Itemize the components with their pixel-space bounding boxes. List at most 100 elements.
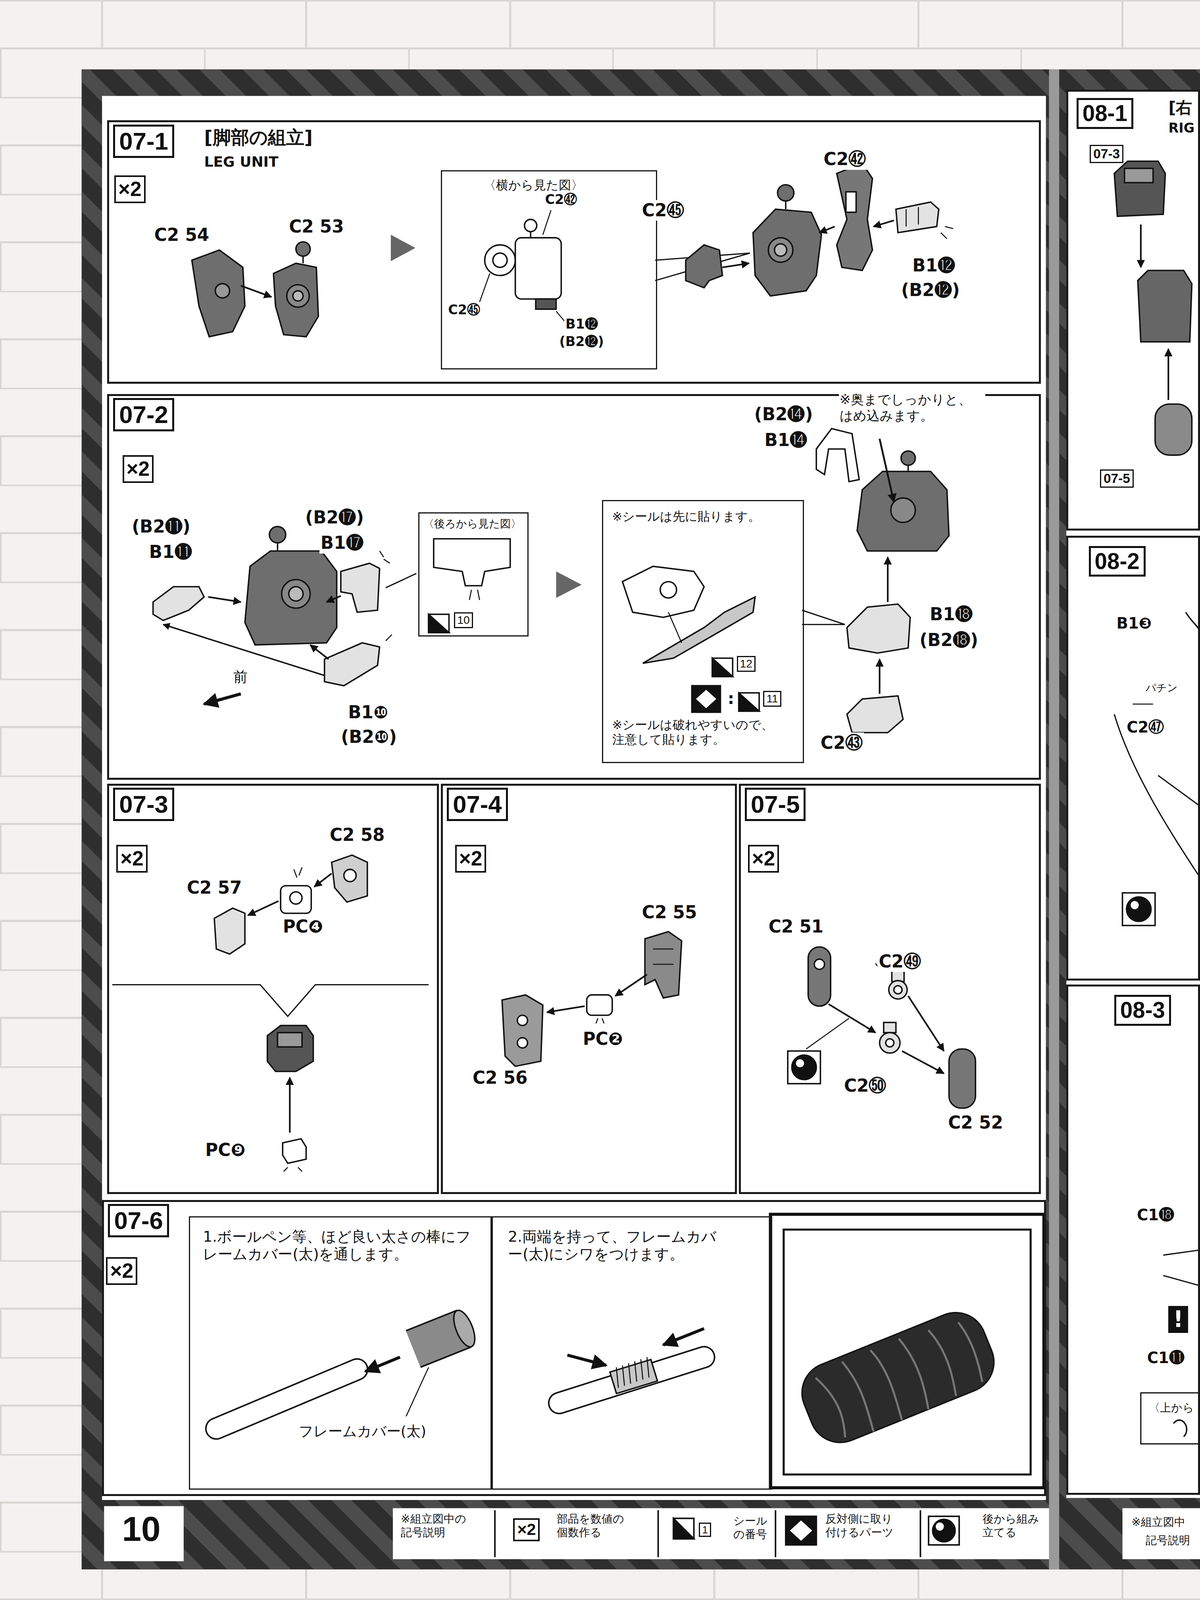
right-page-art-shape [1130,901,1139,910]
step-reference: 07-5 [1100,469,1134,488]
part-label: (B2⓬) [900,279,962,301]
instruction-text: 2.両端を持って、フレームカバー(太)にシワをつけます。 [507,1227,718,1264]
part-label: (B2❿) [339,726,399,748]
part-label: B1⓲ [928,603,974,625]
step-07-2-art-shape [469,589,480,600]
step-07-2-art-shape [428,614,449,633]
step-07-1-art-shape [905,207,919,227]
step-number: 08-3 [1114,994,1172,1026]
step-07-4-art-shape [653,948,674,965]
step-panel: 07-61.ボールペン等、ほど良い太さの棒にフレームカバー(太)を通します。2.… [101,1200,1047,1497]
step-07-2-art-shape [288,586,304,602]
part-label: C2㊷ [822,148,868,170]
part-label: C1⓲ [1135,1205,1176,1225]
sticker-number: 11 [763,690,781,707]
step-07-2-art-shape [340,563,380,612]
step-07-6-art-shape [567,1355,607,1366]
part-label: C2㊺ [640,200,686,221]
legend-heading: 記号説明 [1144,1533,1191,1548]
step-07-5-art-shape [796,1059,805,1068]
legend-icons-shape [928,1516,960,1545]
view-caption: 〈横から見た図〉 [482,177,585,193]
legend-icons-shape [673,1518,694,1539]
part-label: B1❿ [346,701,390,723]
step-07-2-art-shape [385,573,417,588]
step-07-1-art-shape [819,226,835,233]
step-07-2-art-shape [738,692,760,712]
step-07-3-art [112,855,429,1172]
step-07-3-art-shape [283,1167,302,1172]
step-07-5-art-shape [787,1051,821,1084]
part-label: C2㊿ [842,1075,888,1097]
right-page-art-shape [1114,714,1200,878]
legend-icons-shape [935,1522,945,1531]
part-label: B1⓬ [564,316,600,333]
step-07-1-art-shape [215,283,230,299]
step-07-2-art-shape [694,688,718,710]
step-07-6-art-shape-shape [792,1303,1004,1452]
right-page-art-shape [1137,270,1192,342]
step-07-3-art-shape [282,1138,306,1164]
part-label: PC❹ [281,916,325,937]
step-07-2-art-shape [668,612,682,643]
step-07-1-art-shape [390,234,416,262]
step-07-4-art-shape [517,1015,528,1026]
step-title-en: LEG UNIT [203,153,280,171]
step-07-2-art-shape [281,579,311,609]
page-frame-shape [494,1510,921,1558]
part-label: PC❷ [581,1028,625,1050]
step-07-1-art-shape [768,237,793,263]
step-07-5-art-shape [805,1018,849,1049]
sticker-number: 1 [698,1522,711,1538]
step-07-1-art-shape [836,163,873,271]
sticker-number: 10 [453,612,473,629]
step-07-1-art-shape [535,298,556,310]
step-reference: 07-3 [1089,144,1124,164]
step-07-2-art-shape [642,596,756,664]
step-title: [右 [1167,98,1194,118]
step-07-4-art-shape [501,994,543,1067]
step-number: 08-1 [1076,98,1134,129]
step-07-2-art-shape [901,451,916,466]
step-07-1-art [191,163,953,337]
page-frame-shape [392,1508,1052,1560]
part-label: C2 55 [640,901,699,923]
step-number: 08-2 [1088,546,1146,577]
right-page-art-shape [1114,161,1166,217]
step-07-1-art-shape [846,191,857,212]
part-label: C2㊸ [819,732,864,754]
right-page-art-shape [1185,612,1200,633]
right-page-art-shape [1167,348,1170,400]
step-07-1-art-shape [292,290,304,302]
note-box: ※シールは先に貼ります。 ※シールは破れやすいので、注意して貼ります。 [601,500,804,764]
step-07-2-art-shape [816,428,860,482]
note-text: ※シールは破れやすいので、注意して貼ります。 [611,717,777,747]
note-text: ※シールは先に貼ります。 [611,509,792,524]
step-07-6-art-shape [216,1369,358,1429]
step-07-1-art-shape [722,263,750,268]
sound-label: パチン [1144,681,1179,695]
page-frame-shape [1059,69,1200,1570]
step-07-3-art-shape [267,1025,314,1072]
step-07-2-art-shape [622,566,705,618]
step-number: 07-2 [113,398,175,432]
step-07-3-art-shape [331,855,368,902]
step-07-3-art-shape [314,873,332,887]
separator: : [726,688,736,709]
page-frame-shape [1066,89,1200,1499]
part-label: C2 57 [185,877,244,899]
step-07-5-art-shape [879,1032,900,1053]
step-07-1-art-shape [479,210,568,325]
legend-text: 部品を数値の個数作る [555,1512,629,1540]
right-page-art-shape [1122,892,1156,926]
right-page-art-shape [1140,224,1142,268]
step-panel: 07-3 [107,783,439,1195]
step-panel: 08-2 [1066,535,1200,981]
step-number: 07-6 [107,1203,170,1238]
legend-icons [673,1516,960,1545]
step-07-2-art-shape [433,538,511,586]
page-frame-shape [1059,69,1200,1570]
step-number: 07-1 [113,124,175,158]
